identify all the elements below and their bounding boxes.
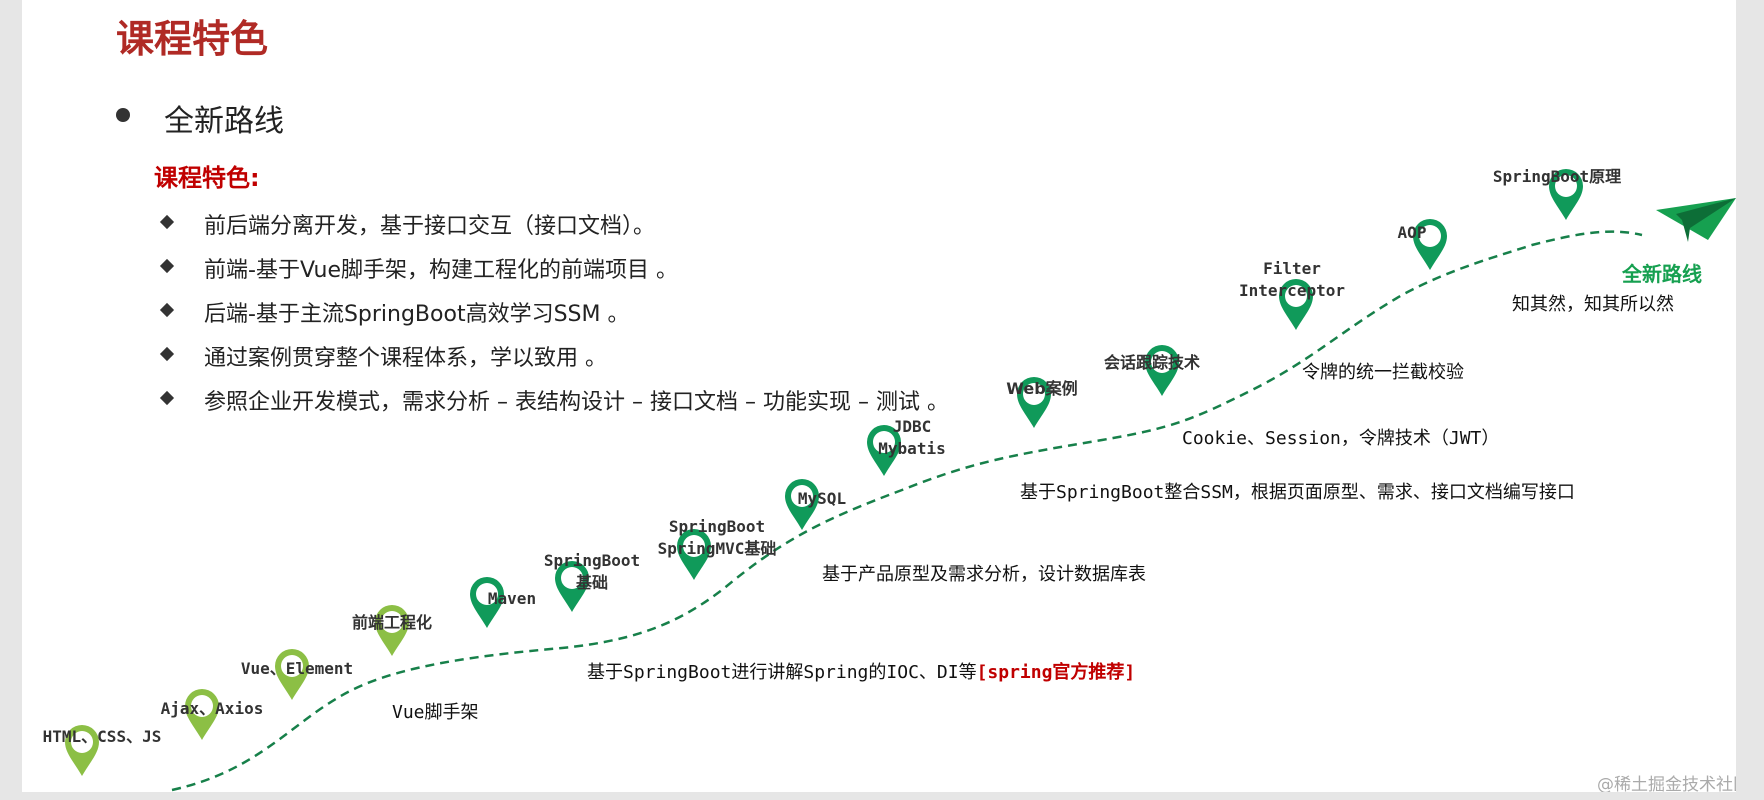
milestone-line1: Filter — [1263, 259, 1321, 278]
page-title: 课程特色 — [116, 17, 269, 61]
feature-text: 前端-基于Vue脚手架，构建工程化的前端项目 。 — [204, 258, 678, 283]
milestone-label: Maven — [462, 588, 562, 610]
desc-vue-scaffold: Vue脚手架 — [392, 702, 479, 723]
milestone-line1: SpringBoot — [668, 517, 766, 536]
map-pin-hole — [1023, 383, 1045, 405]
map-pin-icon — [1413, 219, 1447, 270]
milestone-line1: 会话跟踪技术 — [1103, 353, 1200, 372]
milestone-label: JDBC Mybatis — [852, 416, 972, 460]
paper-plane-icon — [1656, 198, 1736, 242]
milestone-label: Vue、Element — [227, 658, 367, 680]
map-pin-icon — [1145, 345, 1179, 396]
milestone-label: 会话跟踪技术 — [1072, 352, 1232, 374]
map-pin-icon — [677, 529, 711, 580]
map-pin-icon — [1549, 169, 1583, 220]
section-subtitle: 全新路线 — [164, 104, 284, 139]
milestone-line1: SpringBoot — [543, 551, 641, 570]
feature-text: 通过案例贯穿整个课程体系，学以致用 。 — [204, 346, 607, 371]
desc-session-tech: Cookie、Session，令牌技术（JWT） — [1182, 428, 1500, 449]
desc-highlight: [spring官方推荐] — [976, 662, 1136, 683]
desc-text: 基于SpringBoot进行讲解Spring的IOC、DI等 — [587, 662, 977, 683]
milestone-line2: Interceptor — [1239, 281, 1345, 300]
milestone-label: Ajax、Axios — [142, 698, 282, 720]
map-pin-hole — [1419, 225, 1441, 247]
feature-text: 前后端分离开发，基于接口交互（接口文档）。 — [204, 214, 656, 239]
route-diagram — [65, 169, 1736, 792]
map-pin-hole — [561, 567, 583, 589]
milestone-line1: 前端工程化 — [351, 613, 432, 632]
milestone-line1: MySQL — [797, 489, 847, 508]
desc-db-design: 基于产品原型及需求分析，设计数据库表 — [822, 564, 1146, 585]
route-path — [171, 230, 1643, 792]
map-pin-hole — [1555, 175, 1577, 197]
map-pin-icon — [867, 425, 901, 476]
map-pin-icon — [1279, 279, 1313, 330]
milestone-line1: Web案例 — [1006, 379, 1078, 398]
map-pin-icon — [470, 577, 504, 628]
features-heading: 课程特色: — [154, 164, 260, 192]
milestone-label: HTML、CSS、JS — [32, 726, 172, 748]
map-pin-hole — [683, 535, 705, 557]
milestone-line2: SpringMVC基础 — [657, 539, 777, 558]
map-pin-hole — [191, 695, 213, 717]
map-pin-icon — [185, 689, 219, 740]
map-pin-icon — [65, 725, 99, 776]
milestone-line1: HTML、CSS、JS — [42, 727, 162, 746]
route-label: 全新路线 — [1622, 262, 1702, 286]
map-pin-hole — [71, 731, 93, 753]
map-pin-icon — [275, 649, 309, 700]
map-pin-hole — [281, 655, 303, 677]
milestone-label: MySQL — [772, 488, 872, 510]
map-pin-icon — [1017, 377, 1051, 428]
map-pin-hole — [381, 611, 403, 633]
milestone-label: SpringBoot SpringMVC基础 — [637, 516, 797, 560]
milestone-line1: Ajax、Axios — [160, 699, 264, 718]
milestone-label: SpringBoot原理 — [1467, 166, 1647, 188]
milestone-label: 前端工程化 — [322, 612, 462, 634]
slide: 课程特色 全新路线 课程特色: 前后端分离开发，基于接口交互（接口文档）。 前端… — [22, 0, 1736, 792]
milestone-label: AOP — [1362, 222, 1462, 244]
feature-text: 参照企业开发模式，需求分析 – 表结构设计 – 接口文档 – 功能实现 – 测试… — [204, 390, 949, 415]
milestone-label: Web案例 — [982, 378, 1102, 400]
map-pin-icon — [785, 479, 819, 530]
map-pin-icon — [375, 605, 409, 656]
map-pin-hole — [1285, 285, 1307, 307]
watermark: @稀土掘金技术社区 — [1597, 775, 1736, 792]
circle-bullet-icon — [116, 108, 130, 122]
map-pin-hole — [873, 431, 895, 453]
desc-ssm-integration: 基于SpringBoot整合SSM，根据页面原型、需求、接口文档编写接口 — [1020, 482, 1575, 503]
milestone-line1: AOP — [1397, 223, 1427, 242]
milestone-line2: Mybatis — [878, 439, 946, 458]
desc-springboot-spring: 基于SpringBoot进行讲解Spring的IOC、DI等[spring官方推… — [587, 658, 1135, 684]
milestone-line2: 基础 — [575, 573, 608, 592]
milestone-line1: JDBC — [892, 417, 932, 436]
milestone-line1: Vue、Element — [240, 659, 354, 678]
feature-text: 后端-基于主流SpringBoot高效学习SSM 。 — [204, 302, 630, 327]
desc-token-check: 令牌的统一拦截校验 — [1302, 362, 1464, 383]
milestone-label: Filter Interceptor — [1222, 258, 1362, 302]
milestone-line1: SpringBoot原理 — [1492, 167, 1622, 186]
route-caption: 知其然，知其所以然 — [1512, 294, 1674, 315]
map-pin-icon — [555, 560, 589, 612]
milestone-line1: Maven — [487, 589, 537, 608]
map-pin-hole — [1151, 351, 1173, 373]
map-pin-hole — [476, 583, 498, 605]
milestone-label: SpringBoot 基础 — [522, 550, 662, 594]
map-pin-hole — [791, 485, 813, 507]
